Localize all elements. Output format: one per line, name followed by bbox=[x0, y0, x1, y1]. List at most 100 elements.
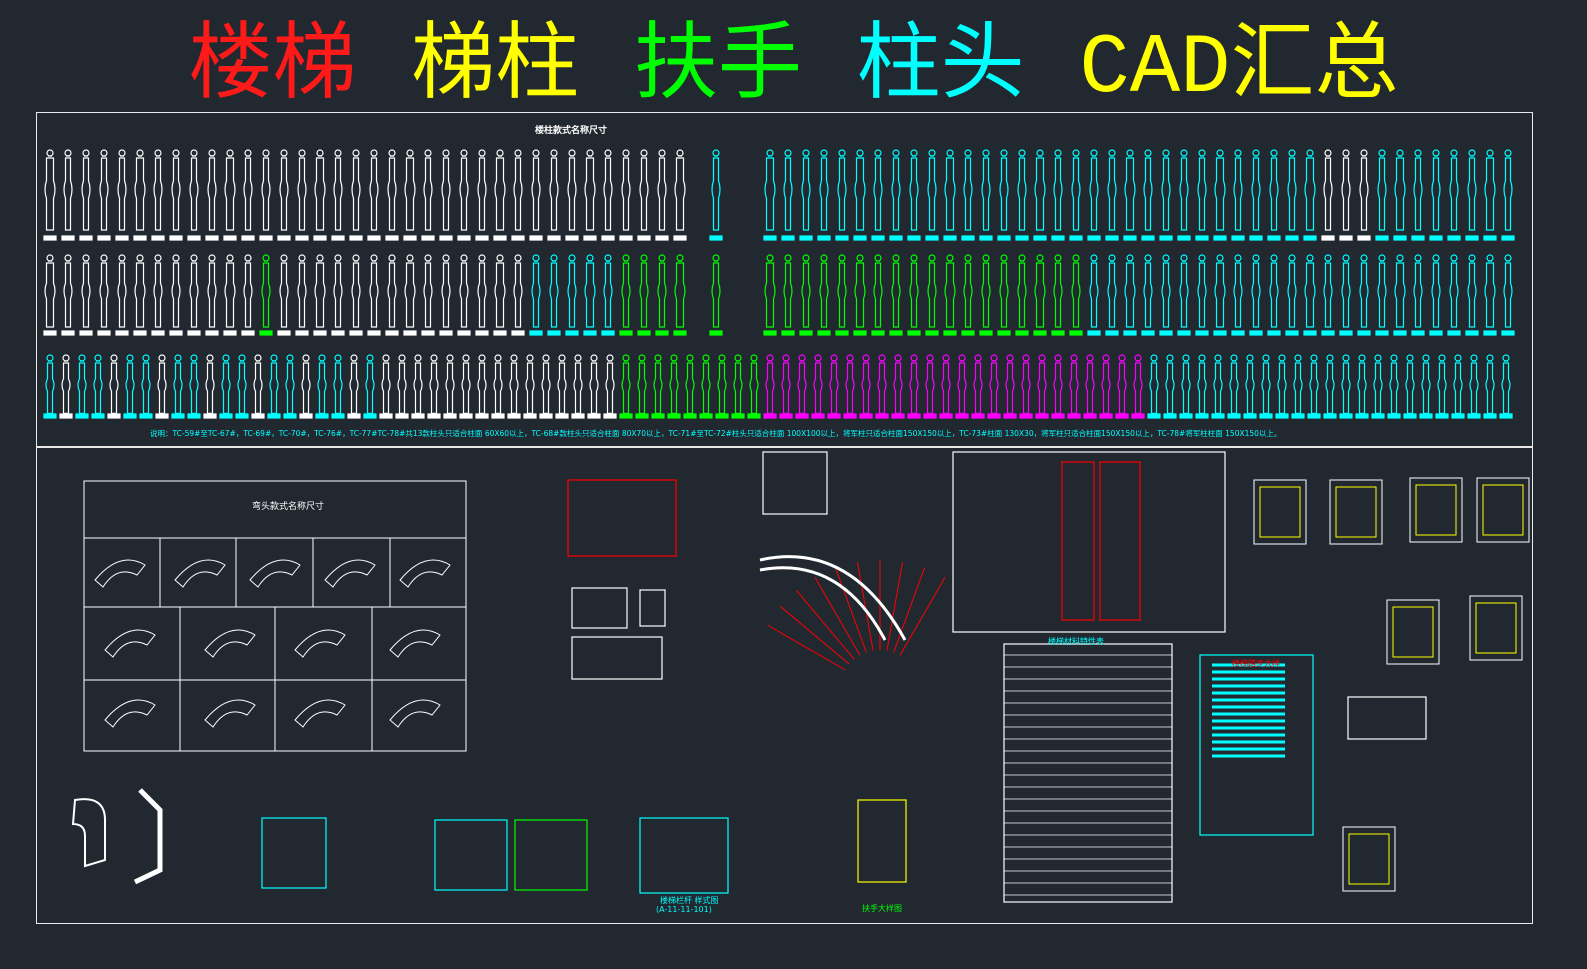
stair-tread bbox=[814, 577, 861, 656]
baluster bbox=[1213, 254, 1227, 336]
baluster bbox=[349, 149, 363, 241]
baluster bbox=[403, 254, 417, 336]
baluster bbox=[171, 354, 185, 419]
baluster bbox=[1015, 149, 1029, 241]
baluster bbox=[1159, 149, 1173, 241]
baluster bbox=[223, 149, 237, 241]
door-panel-inner bbox=[1348, 833, 1390, 885]
baluster bbox=[1069, 149, 1083, 241]
stair-tread bbox=[886, 561, 904, 651]
baluster bbox=[961, 254, 975, 336]
baluster bbox=[313, 254, 327, 336]
door-panel-inner bbox=[1259, 486, 1301, 538]
baluster bbox=[1003, 354, 1017, 419]
baluster bbox=[1267, 149, 1281, 241]
baluster bbox=[891, 354, 905, 419]
drawing-title: 楼梯 梯柱 扶手 柱头 CAD汇总 bbox=[0, 12, 1587, 120]
baluster bbox=[587, 354, 601, 419]
detail-block bbox=[1061, 461, 1095, 621]
baluster bbox=[1195, 254, 1209, 336]
baluster bbox=[955, 354, 969, 419]
baluster bbox=[1249, 149, 1263, 241]
railing-caption: 楼梯栏杆 样式图 bbox=[660, 896, 719, 905]
baluster bbox=[1403, 354, 1417, 419]
baluster bbox=[203, 354, 217, 419]
baluster bbox=[1179, 354, 1193, 419]
baluster bbox=[259, 149, 273, 241]
baluster bbox=[79, 254, 93, 336]
baluster bbox=[1211, 354, 1225, 419]
baluster bbox=[971, 354, 985, 419]
detail-block bbox=[1003, 643, 1173, 903]
baluster bbox=[1435, 354, 1449, 419]
door-panel bbox=[1329, 479, 1383, 545]
baluster bbox=[1483, 254, 1497, 336]
baluster bbox=[395, 354, 409, 419]
baluster bbox=[1249, 254, 1263, 336]
baluster bbox=[475, 254, 489, 336]
baluster bbox=[331, 149, 345, 241]
door-panel-inner bbox=[1475, 602, 1517, 654]
title-part-stairs: 楼梯 bbox=[188, 13, 357, 111]
baluster bbox=[601, 149, 615, 241]
baluster bbox=[859, 354, 873, 419]
baluster bbox=[1177, 254, 1191, 336]
baluster bbox=[655, 149, 669, 241]
detail-block bbox=[434, 819, 508, 891]
baluster bbox=[763, 149, 777, 241]
baluster-catalog-heading: 楼柱款式名称尺寸 bbox=[535, 126, 608, 136]
baluster bbox=[523, 354, 537, 419]
stair-tread bbox=[835, 567, 867, 653]
baluster bbox=[385, 254, 399, 336]
baluster bbox=[97, 149, 111, 241]
baluster bbox=[283, 354, 297, 419]
baluster bbox=[635, 354, 649, 419]
baluster bbox=[699, 354, 713, 419]
tread-detail-heading: 楼梯踏步大样 bbox=[1232, 659, 1280, 668]
baluster bbox=[151, 254, 165, 336]
baluster bbox=[667, 354, 681, 419]
baluster bbox=[1159, 254, 1173, 336]
baluster bbox=[1067, 354, 1081, 419]
baluster bbox=[673, 254, 687, 336]
baluster bbox=[475, 354, 489, 419]
baluster bbox=[421, 149, 435, 241]
baluster bbox=[493, 254, 507, 336]
baluster bbox=[827, 354, 841, 419]
baluster bbox=[1105, 149, 1119, 241]
baluster bbox=[133, 149, 147, 241]
detail-block bbox=[639, 589, 666, 627]
baluster bbox=[457, 149, 471, 241]
baluster bbox=[1375, 149, 1389, 241]
baluster bbox=[1451, 354, 1465, 419]
baluster bbox=[731, 354, 745, 419]
baluster bbox=[871, 149, 885, 241]
baluster bbox=[205, 149, 219, 241]
baluster bbox=[1467, 354, 1481, 419]
material-table-heading: 楼梯材料特性表 bbox=[1048, 637, 1104, 646]
baluster bbox=[979, 254, 993, 336]
baluster bbox=[709, 149, 723, 241]
baluster bbox=[457, 254, 471, 336]
baluster bbox=[97, 254, 111, 336]
title-part-posts: 梯柱 bbox=[411, 13, 580, 111]
baluster bbox=[331, 254, 345, 336]
baluster bbox=[961, 149, 975, 241]
baluster bbox=[1099, 354, 1113, 419]
baluster bbox=[385, 149, 399, 241]
stair-tread bbox=[893, 567, 925, 653]
baluster bbox=[1051, 149, 1065, 241]
baluster bbox=[459, 354, 473, 419]
baluster bbox=[943, 254, 957, 336]
baluster bbox=[1303, 149, 1317, 241]
baluster bbox=[1115, 354, 1129, 419]
baluster bbox=[763, 254, 777, 336]
baluster bbox=[1231, 254, 1245, 336]
baluster bbox=[427, 354, 441, 419]
baluster bbox=[715, 354, 729, 419]
baluster bbox=[871, 254, 885, 336]
detail-block bbox=[639, 817, 729, 894]
detail-block bbox=[952, 451, 1226, 633]
baluster bbox=[139, 354, 153, 419]
baluster bbox=[1267, 254, 1281, 336]
